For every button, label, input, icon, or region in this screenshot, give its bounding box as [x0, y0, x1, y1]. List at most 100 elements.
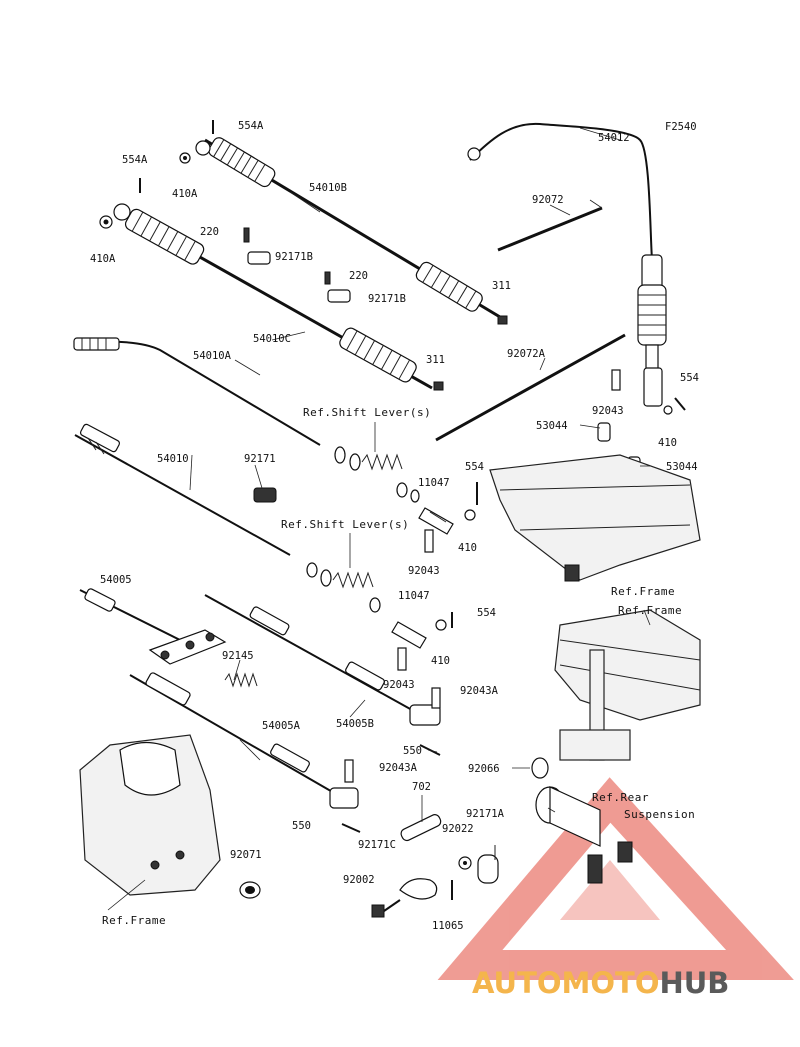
label-92002: 92002 [343, 874, 375, 886]
ref-frame-3: Ref.Frame [102, 914, 166, 927]
rear-suspension-tube [535, 786, 633, 884]
cable-54005A [129, 672, 359, 809]
label-92072: 92072 [532, 194, 564, 206]
label-311-a: 311 [492, 280, 511, 292]
frame-lower-left [79, 734, 221, 896]
bracket-11047-a [418, 507, 454, 535]
leader-lines [107, 127, 651, 911]
label-550-a: 550 [403, 745, 422, 757]
label-554A-left: 554A [122, 154, 148, 166]
ref-rear-suspension-line1: Ref.Rear [592, 791, 649, 804]
label-53044-b: 53044 [666, 461, 698, 473]
collar-92071 [239, 881, 261, 899]
pin-92043-b [397, 647, 407, 671]
label-92072A: 92072A [507, 348, 546, 360]
watermark-logo [437, 777, 794, 980]
bolt-92002 [371, 899, 401, 918]
pin-554-c [674, 397, 686, 411]
rod-92072 [497, 206, 603, 252]
label-410-c: 410 [431, 655, 450, 667]
label-54010: 54010 [157, 453, 189, 465]
bracket-92171A [477, 845, 499, 884]
washer-410A-top [179, 152, 191, 164]
frame-upper-right [489, 454, 701, 582]
label-92043-a: 92043 [592, 405, 624, 417]
washer-410-a [464, 509, 476, 521]
collar-92066 [531, 757, 549, 779]
label-54010B: 54010B [309, 182, 347, 194]
washer-410A-left [99, 215, 113, 229]
label-92171: 92171 [244, 453, 276, 465]
cable-54005B [204, 594, 441, 726]
nut-311-b [433, 381, 444, 391]
bracket-11047-b [391, 621, 427, 649]
figure-code: F2540 [665, 121, 697, 133]
watermark-automoto: AUTOMOTOHUB [472, 966, 729, 1000]
clamp-92171B-a [243, 227, 271, 265]
pin-92043A-a [431, 687, 441, 709]
label-54005: 54005 [100, 574, 132, 586]
label-54005B: 54005B [336, 718, 374, 730]
label-54005A: 54005A [262, 720, 301, 732]
label-311-b: 311 [426, 354, 445, 366]
cable-54010C [113, 203, 433, 390]
label-554-c: 554 [477, 607, 496, 619]
label-11047-a: 11047 [418, 477, 450, 489]
label-54010A: 54010A [193, 350, 232, 362]
washer-92022 [458, 856, 472, 870]
label-554A-top: 554A [238, 120, 264, 132]
nut-311-a [497, 315, 508, 325]
cable-54010B [195, 137, 506, 322]
pin-92043-c [611, 369, 621, 391]
label-410A-top: 410A [172, 188, 198, 200]
ref-frame-1: Ref.Frame [611, 585, 675, 598]
cable-54012 [467, 122, 667, 407]
label-92171B-b: 92171B [368, 293, 406, 305]
ref-rear-suspension-line2: Suspension [624, 808, 695, 821]
label-92171B-a: 92171B [275, 251, 313, 263]
label-92022: 92022 [442, 823, 474, 835]
pin-702 [400, 814, 442, 842]
spring-assembly-1 [334, 446, 420, 503]
reference-labels: Ref.Shift Lever(s) Ref.Shift Lever(s) Re… [102, 406, 695, 927]
pin-92043-a [424, 529, 434, 553]
label-53044-a: 53044 [536, 420, 568, 432]
pin-92043A-b [344, 759, 354, 783]
label-550-b: 550 [292, 820, 311, 832]
label-92043A-a: 92043A [460, 685, 499, 697]
watermark-part1: AUTOMOTO [472, 966, 659, 1000]
pin-550-a [419, 744, 441, 756]
label-54010C: 54010C [253, 333, 291, 345]
label-410-a: 410 [658, 437, 677, 449]
spring-92145 [224, 672, 258, 688]
label-410-b: 410 [458, 542, 477, 554]
clamp-92171C [399, 878, 438, 900]
label-92043-c: 92043 [383, 679, 415, 691]
label-92066: 92066 [468, 763, 500, 775]
label-220-b: 220 [349, 270, 368, 282]
label-92071: 92071 [230, 849, 262, 861]
label-92145: 92145 [222, 650, 254, 662]
label-54012: 54012 [598, 132, 630, 144]
rod-92072A [435, 333, 626, 442]
cable-54010 [74, 423, 291, 556]
label-410A-left: 410A [90, 253, 116, 265]
pin-550-b [341, 823, 361, 833]
label-554-b: 554 [465, 461, 484, 473]
watermark-text: AUTOMOTOHUB [472, 966, 729, 1000]
ref-frame-2: Ref.Frame [618, 604, 682, 617]
cable-54005 [79, 588, 227, 665]
washer-410-b [435, 619, 447, 631]
label-554-a: 554 [680, 372, 699, 384]
frame-middle-right [554, 609, 701, 761]
label-11047-b: 11047 [398, 590, 430, 602]
cable-54010A [73, 337, 321, 446]
tube-53044-a [597, 422, 611, 442]
washer-410-c [663, 405, 673, 415]
label-92043A-b: 92043A [379, 762, 418, 774]
ref-shift-lever-1: Ref.Shift Lever(s) [303, 406, 431, 419]
part-labels: F2540 554A 554A 410A 410A 220 220 54010B… [90, 120, 699, 932]
watermark-part2: HUB [659, 966, 729, 1000]
label-92171A: 92171A [466, 808, 505, 820]
